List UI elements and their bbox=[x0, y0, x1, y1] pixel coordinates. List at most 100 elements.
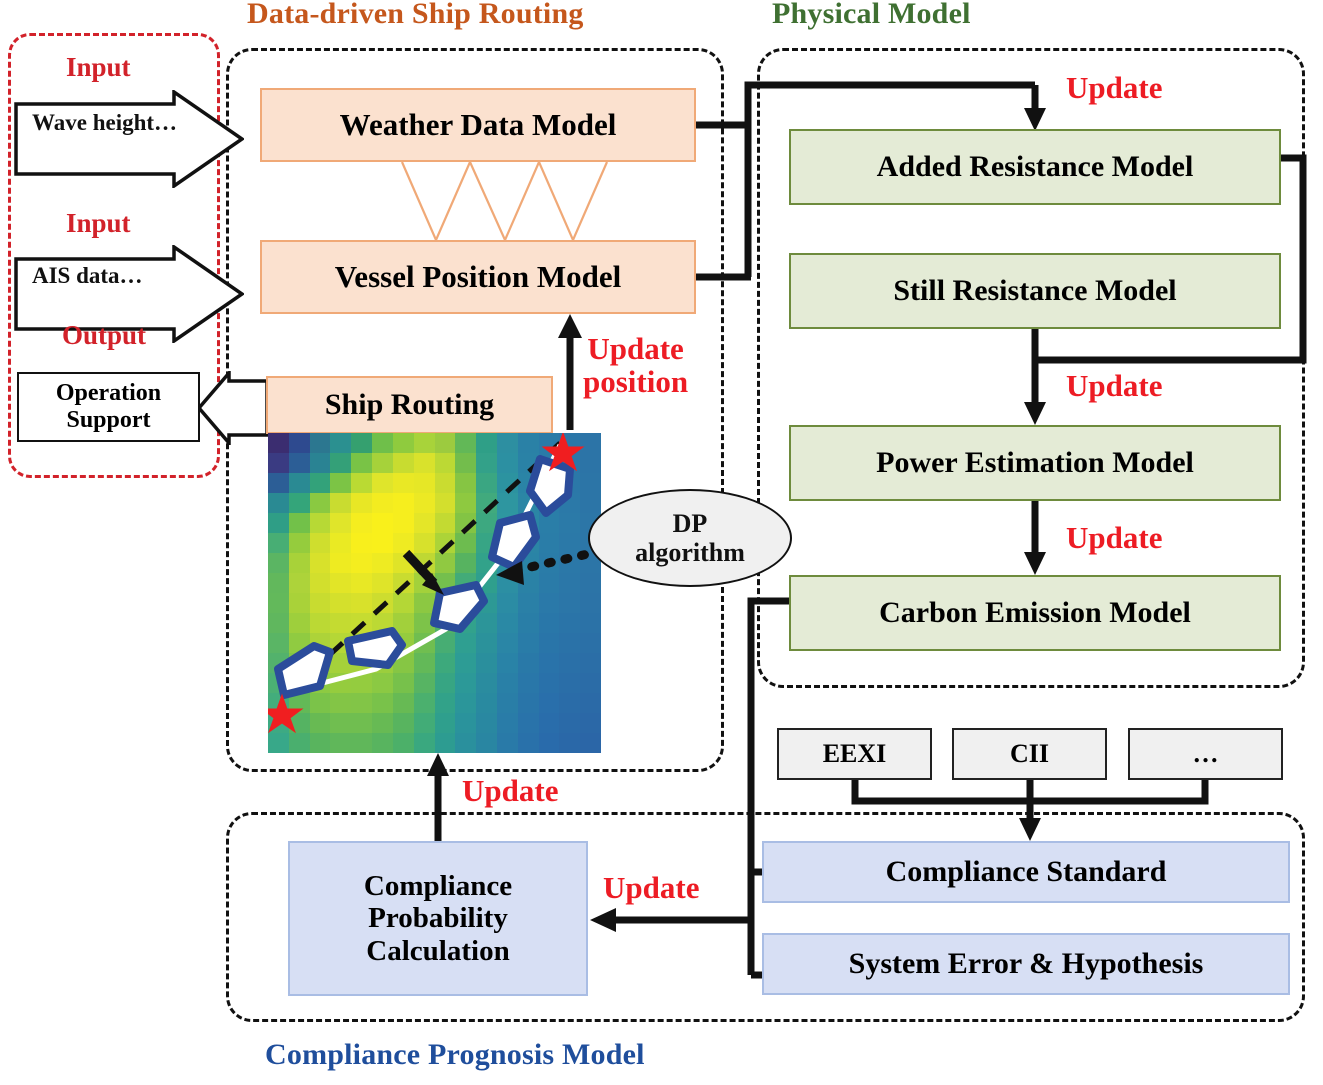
heatmap-cell bbox=[413, 673, 435, 693]
heatmap-cell bbox=[330, 613, 352, 633]
heatmap-cell bbox=[351, 673, 373, 693]
heatmap-cell bbox=[517, 693, 539, 713]
heatmap-cell bbox=[476, 653, 497, 673]
heatmap-cell bbox=[580, 653, 601, 673]
heatmap-cell bbox=[455, 693, 477, 713]
heatmap-cell bbox=[434, 693, 456, 713]
ship-routing-box: Ship Routing bbox=[266, 376, 553, 434]
compliance-probability-calculation-box: Compliance Probability Calculation bbox=[288, 841, 588, 996]
heatmap-cell bbox=[580, 733, 601, 753]
heatmap-cell bbox=[496, 433, 518, 453]
compliance-probability-line-2: Probability bbox=[368, 902, 508, 935]
carbon-emission-model-box: Carbon Emission Model bbox=[789, 575, 1281, 651]
heatmap-cell bbox=[580, 433, 601, 453]
update-annotation-carbon-emission: Update bbox=[1066, 520, 1163, 555]
heatmap-cell bbox=[476, 733, 497, 753]
input-arrow-2 bbox=[14, 245, 244, 343]
input-label-2: Input bbox=[66, 208, 131, 238]
heatmap-cell bbox=[580, 493, 601, 513]
system-error-hypothesis-box: System Error & Hypothesis bbox=[762, 933, 1290, 995]
standard-cii-box: CII bbox=[952, 728, 1107, 780]
heatmap-cell bbox=[434, 653, 456, 673]
heatmap-cell bbox=[372, 493, 393, 513]
physical-model-frame bbox=[757, 48, 1305, 688]
heatmap-cell bbox=[268, 533, 289, 553]
heatmap-cell bbox=[268, 493, 289, 513]
heatmap-cell bbox=[580, 633, 601, 653]
operation-support-box: Operation Support bbox=[17, 372, 200, 442]
heatmap-cell bbox=[434, 453, 456, 473]
heatmap-cell bbox=[309, 493, 331, 513]
heatmap-cell bbox=[372, 473, 393, 493]
heatmap-cell bbox=[351, 553, 373, 573]
heatmap-cell bbox=[372, 433, 393, 453]
heatmap-cell bbox=[330, 453, 352, 473]
dp-algorithm-line-2: algorithm bbox=[635, 538, 745, 567]
heatmap-cell bbox=[559, 693, 581, 713]
heatmap-cell bbox=[538, 513, 560, 533]
output-arrow bbox=[197, 371, 269, 445]
added-resistance-model-box: Added Resistance Model bbox=[789, 129, 1281, 205]
heatmap-cell bbox=[580, 453, 601, 473]
heatmap-cell bbox=[309, 613, 331, 633]
heatmap-cell bbox=[392, 493, 414, 513]
heatmap-cell bbox=[559, 593, 581, 613]
heatmap-cell bbox=[455, 473, 477, 493]
heatmap-cell bbox=[559, 673, 581, 693]
power-estimation-model-box: Power Estimation Model bbox=[789, 425, 1281, 501]
heatmap-cell bbox=[434, 513, 456, 533]
heatmap-cell bbox=[330, 473, 352, 493]
heatmap-cell bbox=[351, 733, 373, 753]
heatmap-cell bbox=[496, 493, 518, 513]
heatmap-cell bbox=[413, 713, 435, 733]
heatmap-cell bbox=[434, 493, 456, 513]
heatmap-cell bbox=[330, 653, 352, 673]
heatmap-cell bbox=[351, 453, 373, 473]
heatmap-cell bbox=[413, 453, 435, 473]
heatmap-cell bbox=[413, 433, 435, 453]
update-annotation-compliance: Update bbox=[603, 870, 700, 905]
heatmap-cell bbox=[496, 673, 518, 693]
heatmap-cell bbox=[538, 613, 560, 633]
heatmap-cell bbox=[580, 473, 601, 493]
heatmap-cell bbox=[288, 473, 310, 493]
heatmap-cell bbox=[372, 513, 393, 533]
heatmap-cell bbox=[496, 593, 518, 613]
heatmap-cell bbox=[455, 553, 477, 573]
heatmap-cell bbox=[330, 713, 352, 733]
heatmap-cell bbox=[559, 533, 581, 553]
heatmap-cell bbox=[288, 433, 310, 453]
heatmap-cell bbox=[288, 493, 310, 513]
input-value-1: Wave height… bbox=[32, 110, 178, 135]
heatmap-cell bbox=[413, 493, 435, 513]
heatmap-cell bbox=[476, 473, 497, 493]
heatmap-cell bbox=[434, 713, 456, 733]
heatmap-cell bbox=[351, 433, 373, 453]
heatmap-cell bbox=[268, 573, 289, 593]
standard-more-box: … bbox=[1128, 728, 1283, 780]
heatmap-cell bbox=[351, 533, 373, 553]
heatmap-cell bbox=[455, 453, 477, 473]
heatmap-cell bbox=[330, 533, 352, 553]
heatmap-cell bbox=[288, 733, 310, 753]
route-start-star bbox=[268, 693, 304, 734]
heatmap-cell bbox=[330, 433, 352, 453]
heatmap-cell bbox=[309, 733, 331, 753]
heatmap-cell bbox=[392, 593, 414, 613]
heatmap-cell bbox=[580, 713, 601, 733]
heatmap-cell bbox=[372, 553, 393, 573]
heatmap-cell bbox=[538, 633, 560, 653]
heatmap-cell bbox=[559, 573, 581, 593]
heatmap-cell bbox=[580, 573, 601, 593]
input-value-2: AIS data… bbox=[32, 263, 143, 288]
heatmap-cell bbox=[268, 453, 289, 473]
heatmap-cell bbox=[372, 533, 393, 553]
compliance-probability-line-1: Compliance bbox=[363, 869, 513, 902]
heatmap-cell bbox=[559, 513, 581, 533]
heatmap-cell bbox=[538, 593, 560, 613]
heatmap-cell bbox=[392, 733, 414, 753]
heatmap-cell bbox=[330, 733, 352, 753]
heatmap-cell bbox=[309, 513, 331, 533]
heatmap-cell bbox=[351, 473, 373, 493]
heatmap-cell bbox=[351, 713, 373, 733]
